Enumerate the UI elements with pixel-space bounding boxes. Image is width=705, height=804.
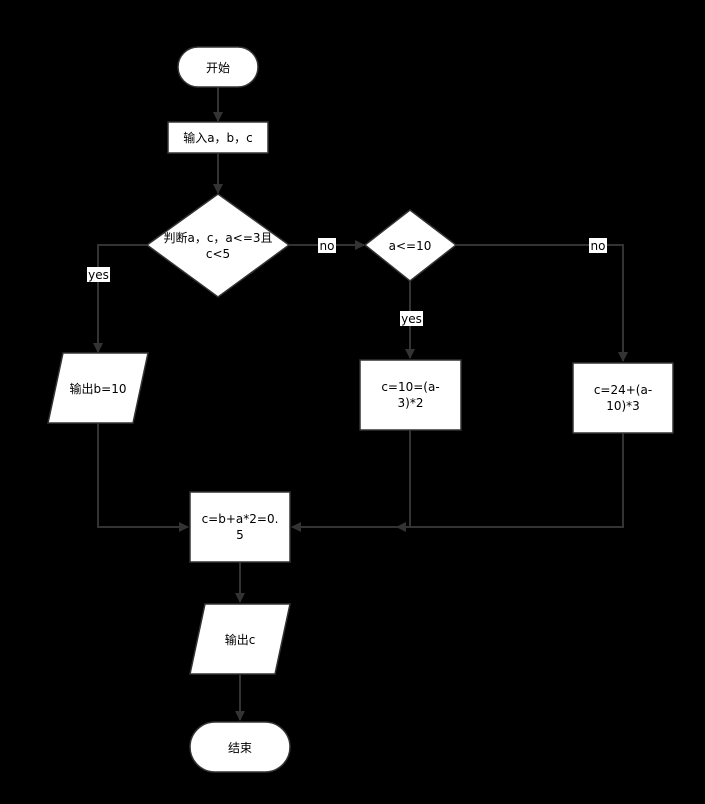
output-b-parallelogram [47, 352, 149, 424]
node-start: 开始 [177, 46, 259, 88]
decision-main-diamond [145, 193, 291, 298]
edge-label-text: no [320, 239, 335, 253]
process-c24-line2: 10)*3 [606, 399, 640, 413]
nodes: 开始 输入a，b，c 判断a，c，a<=3且 c<5 a<=10 输出b=10 … [47, 46, 674, 773]
process-c10-shape [359, 359, 462, 431]
node-process-c10: c=10=(a- 3)*2 [359, 359, 462, 431]
process-cb-line1: c=b+a*2=0. [202, 512, 279, 526]
input-label: 输入a，b，c [183, 130, 253, 145]
edge-label-main-no: no [318, 238, 336, 253]
end-label: 结束 [228, 741, 252, 755]
node-output-c: 输出c [189, 603, 291, 675]
node-process-c24: c=24+(a- 10)*3 [572, 362, 674, 434]
node-output-b: 输出b=10 [47, 352, 149, 424]
edge-label-bg [400, 311, 423, 326]
edge-output-b-to-cb [97, 423, 189, 532]
input-process-shape [167, 121, 269, 154]
output-c-label: 输出c [225, 632, 256, 647]
edge-label-a-yes: yes [400, 311, 423, 326]
node-end: 结束 [189, 721, 291, 773]
edge-label-bg [87, 267, 110, 282]
node-decision-main: 判断a，c，a<=3且 c<5 [145, 193, 291, 298]
decision-a-label: a<=10 [389, 239, 432, 253]
process-c24-shape [572, 362, 674, 434]
edge-c24-to-merge [396, 433, 624, 532]
edge-label-a-no: no [589, 238, 607, 253]
edge-labels: yes no yes no [87, 238, 607, 326]
process-cb-shape [189, 491, 291, 563]
process-c24-line1: c=24+(a- [594, 383, 652, 397]
process-cb-line2: 5 [236, 528, 244, 542]
edge-label-text: no [591, 239, 606, 253]
decision-main-line2: c<5 [206, 247, 230, 261]
output-c-parallelogram [189, 603, 291, 675]
node-input: 输入a，b，c [167, 121, 269, 154]
edge-label-bg [589, 238, 607, 253]
edge-decision-yes-to-output-b [93, 244, 148, 353]
start-terminator-shape [177, 46, 259, 88]
node-process-cb: c=b+a*2=0. 5 [189, 491, 291, 563]
end-terminator-shape [189, 721, 291, 773]
decision-main-line1: 判断a，c，a<=3且 [163, 230, 272, 245]
edge-label-text: yes [401, 312, 422, 326]
edge-label-text: yes [88, 268, 109, 282]
edge-label-bg [318, 238, 336, 253]
output-b-label: 输出b=10 [70, 381, 127, 396]
node-decision-a: a<=10 [363, 209, 458, 282]
edges [93, 87, 628, 721]
edge-label-main-yes: yes [87, 267, 110, 282]
process-c10-line2: 3)*2 [398, 396, 424, 410]
edge-decision-a-no-to-c24 [456, 244, 628, 362]
start-label: 开始 [206, 61, 230, 75]
decision-a-diamond [363, 209, 458, 282]
process-c10-line1: c=10=(a- [381, 380, 439, 394]
